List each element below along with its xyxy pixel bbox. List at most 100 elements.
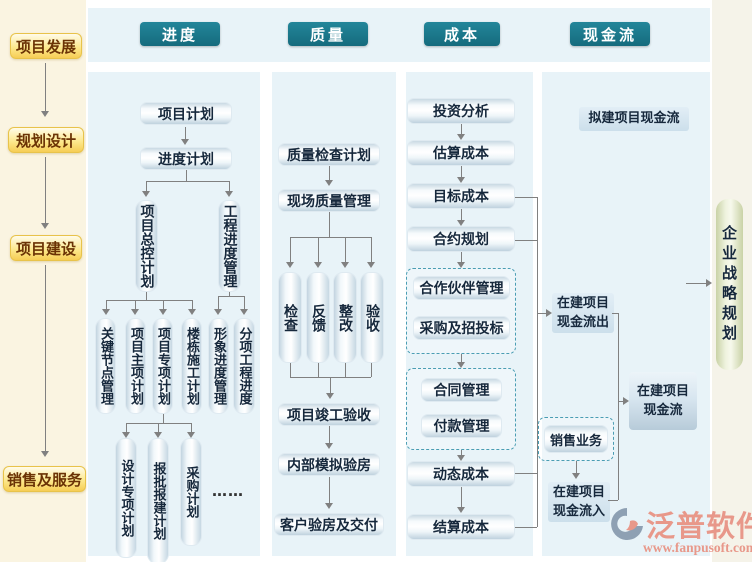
arrow-down-icon [457, 220, 465, 226]
flow-line [618, 401, 623, 402]
box-approval-plan: 报批报建计划 [147, 438, 169, 562]
stage-project-construction: 项目建设 [10, 235, 82, 261]
box-visual-progress-mgmt: 形象进度管理 [208, 318, 229, 414]
arrow-down-icon [41, 223, 49, 229]
flow-line [146, 181, 230, 182]
flow-line [290, 237, 371, 238]
box-investment-analysis: 投资分析 [407, 98, 515, 124]
flow-line [218, 296, 244, 297]
arrow-down-icon [325, 180, 333, 186]
flow-line [163, 414, 164, 423]
arrow-down-icon [572, 473, 580, 479]
flow-line [146, 292, 147, 300]
box-contract-planning: 合约规划 [407, 226, 515, 252]
flow-line [461, 124, 462, 134]
box-settlement-cost: 结算成本 [407, 514, 515, 540]
arrow-down-icon [214, 309, 222, 315]
header-cashflow: 现金流 [570, 22, 650, 46]
box-internal-mock-inspection: 内部模拟验房 [278, 453, 380, 476]
box-accept: 验收 [360, 272, 384, 363]
flow-line [45, 265, 46, 451]
flow-line [461, 209, 462, 220]
arrow-down-icon [225, 191, 233, 197]
flow-line [515, 197, 537, 198]
box-enterprise-strategy: 企业战略规划 [716, 199, 743, 370]
header-cost: 成本 [424, 22, 500, 46]
flow-line [45, 63, 46, 111]
flow-line [345, 363, 346, 377]
arrow-down-icon [367, 262, 375, 268]
box-key-node-mgmt: 关键节点管理 [95, 318, 116, 414]
box-cash-outflow: 在建项目 现金流出 [552, 293, 614, 333]
flow-line [45, 157, 46, 223]
box-completion-acceptance: 项目竣工验收 [278, 403, 380, 426]
flow-line [618, 313, 619, 500]
ellipsis-more-plans: …… [212, 482, 244, 500]
flow-line [290, 363, 291, 377]
box-schedule-plan: 进度计划 [140, 147, 232, 170]
arrow-down-icon [325, 443, 333, 449]
flow-line [371, 363, 372, 377]
flow-line [461, 252, 462, 262]
logo-name: 泛普软件 [646, 509, 752, 543]
box-cash-inflow: 在建项目 现金流入 [548, 482, 610, 522]
flow-line [191, 423, 192, 432]
arrow-down-icon [326, 393, 334, 399]
box-estimated-cost: 估算成本 [407, 140, 515, 166]
flow-line [290, 237, 291, 262]
flow-line [244, 296, 245, 309]
flow-line [461, 354, 462, 362]
box-project-plan: 项目计划 [140, 102, 232, 125]
flow-line [345, 237, 346, 262]
arrow-right-icon [623, 397, 629, 405]
arrow-right-icon [546, 309, 552, 317]
box-partner-mgmt: 合作伙伴管理 [413, 276, 510, 300]
flow-line [461, 166, 462, 177]
arrow-down-icon [188, 309, 196, 315]
logo-url[interactable]: www.fanpusoft.com [643, 540, 752, 555]
arrow-down-icon [187, 432, 195, 438]
arrow-down-icon [102, 309, 110, 315]
arrow-down-icon [314, 262, 322, 268]
flow-line [218, 296, 219, 309]
flow-line [186, 170, 187, 181]
stage-project-development: 项目发展 [10, 33, 82, 59]
arrow-down-icon [181, 139, 189, 145]
box-customer-handover: 客户验房及交付 [274, 513, 384, 536]
arrow-down-icon [457, 455, 465, 461]
arrow-right-icon [706, 279, 712, 287]
flow-line [185, 127, 186, 139]
arrow-down-icon [457, 362, 465, 368]
flow-line [461, 450, 462, 455]
box-payment-mgmt: 付款管理 [421, 414, 502, 438]
flow-line [515, 240, 537, 241]
flow-line [106, 300, 107, 309]
box-site-quality-mgmt: 现场质量管理 [278, 189, 380, 212]
arrow-down-icon [142, 191, 150, 197]
arrow-down-icon [122, 432, 130, 438]
flow-line [318, 237, 319, 262]
flow-line [686, 283, 706, 284]
header-progress: 进度 [140, 22, 220, 46]
box-check: 检查 [278, 272, 302, 363]
flow-line [461, 487, 462, 507]
arrow-down-icon [131, 309, 139, 315]
flow-line [537, 197, 538, 527]
stage-sales-service: 销售及服务 [3, 466, 86, 492]
box-engineering-progress-mgmt: 工程进度管理 [218, 200, 241, 292]
stage-planning-design: 规划设计 [8, 127, 84, 153]
flow-line [229, 181, 230, 191]
flow-line [146, 181, 147, 191]
flow-line [608, 500, 618, 501]
box-target-cost: 目标成本 [407, 183, 515, 209]
arrow-down-icon [41, 111, 49, 117]
flow-line [371, 237, 372, 262]
box-building-construction-plan: 楼栋施工计划 [181, 318, 202, 414]
arrow-down-icon [159, 309, 167, 315]
box-rectify: 整改 [333, 272, 357, 363]
box-proposed-project-cashflow: 拟建项目现金流 [579, 107, 689, 131]
arrow-down-icon [41, 451, 49, 457]
arrow-down-icon [457, 177, 465, 183]
flow-line [192, 300, 193, 309]
